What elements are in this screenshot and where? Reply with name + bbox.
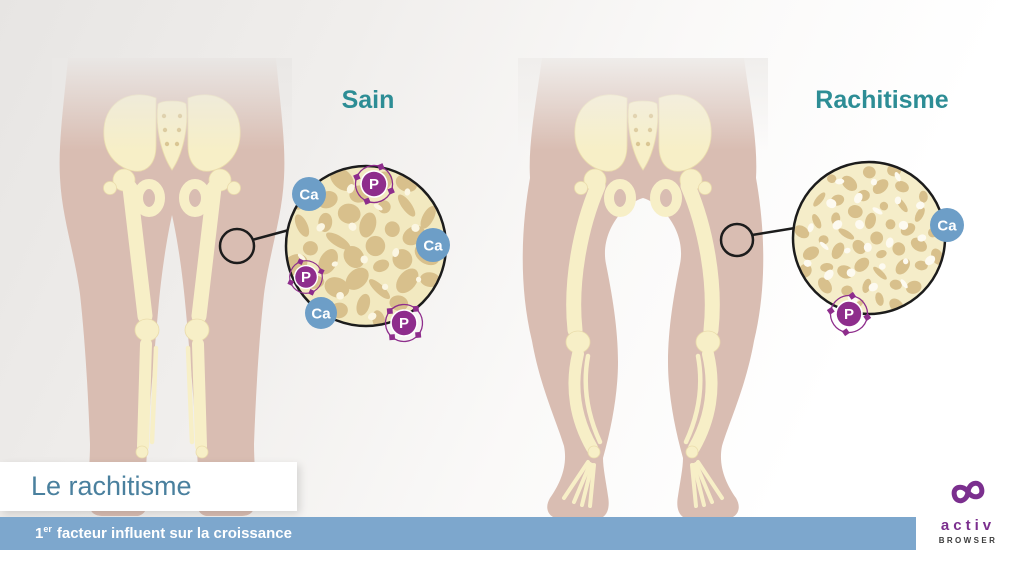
phosphorus-badge: P [279, 250, 333, 304]
logo-sub: BROWSER [938, 536, 998, 545]
svg-text:P: P [844, 306, 854, 323]
slide-title: Le rachitisme [31, 471, 192, 501]
healthy-figure-illustration [52, 58, 292, 516]
rickets-magnifier-connector [751, 226, 796, 237]
phosphorus-badge: P [822, 287, 876, 341]
bottom-strip [0, 550, 1024, 585]
logo-brand: activ [940, 517, 996, 534]
svg-text:P: P [301, 269, 311, 286]
svg-text:Ca: Ca [311, 306, 331, 323]
svg-text:P: P [399, 315, 409, 332]
rickets-bone-magnifier [719, 160, 947, 316]
torso-fade [52, 58, 292, 150]
phosphorus-badge: P [371, 290, 437, 356]
healthy-magnifier-connector [251, 228, 290, 242]
rickets-skin [522, 58, 764, 519]
svg-text:Ca: Ca [299, 187, 319, 204]
rickets-panel-label: Rachitisme [815, 86, 949, 114]
calcium-badge: Ca [305, 297, 337, 329]
calcium-badge: Ca [416, 228, 450, 262]
svg-text:Ca: Ca [423, 238, 443, 255]
calcium-badge: Ca [292, 177, 326, 211]
svg-text:Ca: Ca [937, 218, 957, 235]
calcium-badge: Ca [930, 208, 964, 242]
healthy-sample-marker [218, 227, 256, 265]
healthy-panel-label: Sain [341, 86, 395, 114]
rickets-sample-marker [719, 222, 755, 258]
svg-text:P: P [369, 176, 379, 193]
rickets-figure-illustration [518, 58, 768, 519]
infinity-logo-icon [951, 480, 985, 504]
slide-title-box: Le rachitisme [0, 462, 297, 511]
phosphorus-badge: P [343, 153, 405, 215]
activ-browser-logo: activ BROWSER [922, 474, 1014, 545]
logo-panel: activ BROWSER [916, 468, 1024, 585]
torso-fade [518, 58, 768, 150]
